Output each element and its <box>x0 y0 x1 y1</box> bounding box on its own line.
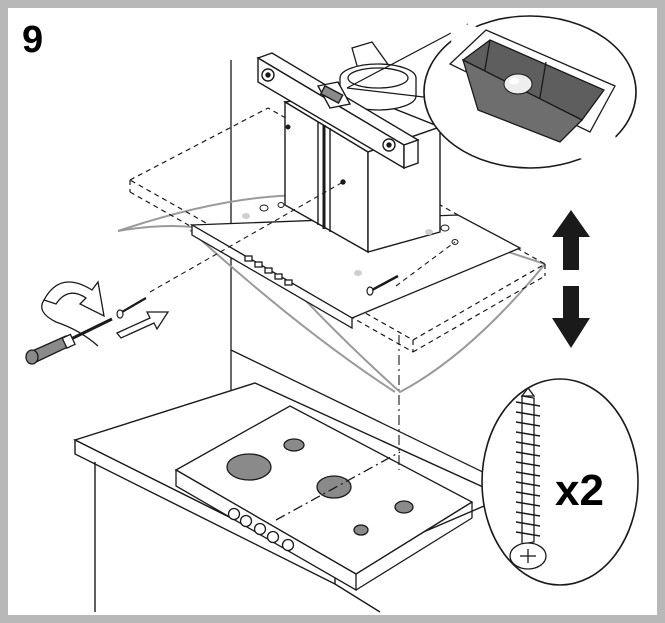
cooktop <box>174 405 474 592</box>
mounting-bracket <box>256 52 420 170</box>
screw-paths <box>149 181 456 293</box>
level-bubble <box>503 73 533 95</box>
burner-large <box>226 453 272 481</box>
cooktop-knobs <box>227 507 295 552</box>
screw-right <box>366 274 399 296</box>
down-arrow-icon <box>552 286 590 348</box>
screw-left <box>116 297 147 319</box>
duct-collar <box>339 41 417 111</box>
burner-front <box>353 524 369 536</box>
burner-small-back <box>283 438 305 452</box>
screwdriver-icon <box>25 317 113 365</box>
rotate-arrow-icon <box>41 280 105 347</box>
fixing-holes <box>242 202 459 276</box>
up-arrow-icon <box>552 210 590 270</box>
control-buttons <box>244 255 293 286</box>
screw-quantity: x2 <box>555 466 604 515</box>
screw-icon <box>509 386 547 570</box>
screw-callout: x2 <box>481 378 639 586</box>
spirit-level-icon <box>316 81 352 109</box>
burner-right <box>394 500 414 514</box>
level-callout <box>346 15 637 170</box>
step-number: 9 <box>22 19 43 61</box>
burner-center <box>316 475 352 499</box>
push-arrow-icon <box>115 311 170 339</box>
